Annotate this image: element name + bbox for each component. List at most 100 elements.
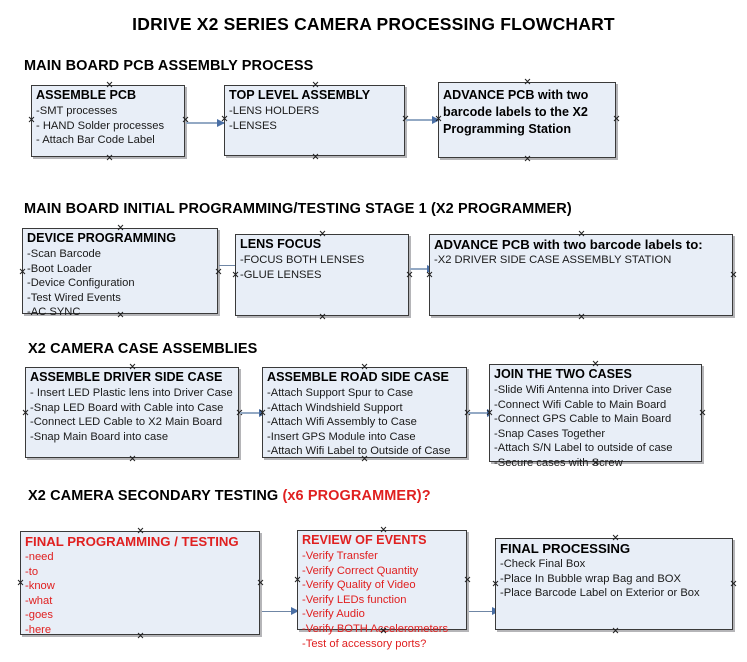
resize-handle-bottom[interactable] <box>319 313 326 320</box>
box-item: -need <box>25 551 54 563</box>
box-header: ADVANCE PCB with two barcode labels to t… <box>443 88 589 136</box>
process-box-device-programming[interactable]: DEVICE PROGRAMMING -Scan Barcode -Boot L… <box>19 228 218 318</box>
box-header: ASSEMBLE PCB <box>36 88 137 102</box>
box-item: -Snap Main Board into case <box>30 430 169 443</box>
arrow-head-icon <box>432 115 440 124</box>
page-title: IDRIVE X2 SERIES CAMERA PROCESSING FLOWC… <box>132 14 615 34</box>
box-header: LENS FOCUS <box>240 237 322 251</box>
box-item-list: - Insert LED Plastic lens into Driver Ca… <box>30 386 236 444</box>
box-item: -Verify BOTH Accelerometers <box>302 622 449 635</box>
box-item-list: -Slide Wifi Antenna into Driver Case -Co… <box>494 383 699 471</box>
box-item: -Verify Transfer <box>302 550 378 562</box>
resize-handle-left[interactable] <box>492 580 499 587</box>
resize-handle-left[interactable] <box>294 576 301 583</box>
box-header: ASSEMBLE ROAD SIDE CASE <box>267 370 449 384</box>
process-box-final-processing[interactable]: FINAL PROCESSING -Check Final Box -Place… <box>495 538 733 630</box>
resize-handle-right[interactable] <box>464 576 471 583</box>
process-box-review-of-events[interactable]: REVIEW OF EVENTS -Verify Transfer -Verif… <box>294 530 467 650</box>
box-item: -Secure cases with Screw <box>494 456 623 469</box>
resize-handle-top[interactable] <box>129 363 136 370</box>
process-box-advance-pcb-driver-side-case[interactable]: ADVANCE PCB with two barcode labels to: … <box>429 234 733 316</box>
box-header: REVIEW OF EVENTS <box>302 533 427 547</box>
box-item: -LENS HOLDERS <box>229 105 320 117</box>
resize-handle-right[interactable] <box>406 271 413 278</box>
box-item: -Test Wired Events <box>27 291 121 304</box>
resize-handle-top[interactable] <box>319 230 326 237</box>
process-box-top-level-assembly[interactable]: TOP LEVEL ASSEMBLY -LENS HOLDERS -LENSES <box>224 85 405 156</box>
resize-handle-left[interactable] <box>22 409 29 416</box>
section-label-accent: (x6 PROGRAMMER)? <box>282 488 431 504</box>
box-item: -GLUE LENSES <box>240 268 322 281</box>
box-item: -Test of accessory ports? <box>302 637 427 650</box>
box-header: JOIN THE TWO CASES <box>494 367 632 381</box>
section-label: X2 CAMERA CASE ASSEMBLIES <box>28 341 258 357</box>
box-item-list: -Attach Support Spur to Case -Attach Win… <box>267 386 464 459</box>
resize-handle-bottom[interactable] <box>129 455 136 462</box>
resize-handle-bottom[interactable] <box>312 153 319 160</box>
process-box-assemble-road-side-case[interactable]: ASSEMBLE ROAD SIDE CASE -Attach Support … <box>262 367 467 458</box>
box-header: ADVANCE PCB with two barcode labels to: <box>434 237 703 252</box>
box-item-list: -SMT processes - HAND Solder processes -… <box>36 104 182 148</box>
conn-final-prog-to-review[interactable] <box>262 607 299 615</box>
box-item: -Connect LED Cable to X2 Main Board <box>30 416 223 429</box>
box-item: -here <box>25 623 52 636</box>
section-heading-secondary-testing: X2 CAMERA SECONDARY TESTING (x6 PROGRAMM… <box>28 488 431 504</box>
resize-handle-right[interactable] <box>257 579 264 586</box>
box-item: -X2 DRIVER SIDE CASE ASSEMBLY STATION <box>434 254 672 266</box>
process-box-lens-focus[interactable]: LENS FOCUS -FOCUS BOTH LENSES -GLUE LENS… <box>235 234 409 316</box>
resize-handle-left[interactable] <box>28 116 35 123</box>
box-item: -Snap LED Board with Cable into Case <box>30 401 224 414</box>
process-box-assemble-driver-side-case[interactable]: ASSEMBLE DRIVER SIDE CASE - Insert LED P… <box>25 367 239 458</box>
section-label: X2 CAMERA SECONDARY TESTING <box>28 488 283 504</box>
box-item: -SMT processes <box>36 105 118 117</box>
box-item: -Connect Wifi Cable to Main Board <box>494 398 667 411</box>
resize-handle-bottom[interactable] <box>106 154 113 161</box>
resize-handle-right[interactable] <box>730 271 737 278</box>
box-header: DEVICE PROGRAMMING <box>27 231 177 245</box>
resize-handle-right[interactable] <box>215 268 222 275</box>
box-item: -Attach Wifi Label to Outside of Case <box>267 445 451 458</box>
resize-handle-bottom[interactable] <box>578 313 585 320</box>
process-box-assemble-pcb[interactable]: ASSEMBLE PCB -SMT processes - HAND Solde… <box>31 85 185 157</box>
conn-top-level-to-advance[interactable] <box>406 115 440 124</box>
box-header: FINAL PROGRAMMING / TESTING <box>25 534 239 549</box>
process-box-advance-pcb-programming-station[interactable]: ADVANCE PCB with two barcode labels to t… <box>438 82 616 158</box>
box-item: -Connect GPS Cable to Main Board <box>494 413 672 426</box>
box-item: -AC SYNC <box>27 306 81 319</box>
box-item: -what <box>25 594 53 607</box>
box-item: -Attach Windshield Support <box>267 401 403 414</box>
box-item: -Place Barcode Label on Exterior or Box <box>500 587 700 600</box>
box-item: -Verify LEDs function <box>302 593 407 606</box>
process-box-final-programming-testing[interactable]: FINAL PROGRAMMING / TESTING -need -to -k… <box>17 531 260 636</box>
resize-handle-top[interactable] <box>312 81 319 88</box>
box-item: -goes <box>25 609 53 622</box>
resize-handle-top[interactable] <box>592 360 599 367</box>
arrow-head-icon <box>291 607 299 615</box>
resize-handle-right[interactable] <box>699 409 706 416</box>
resize-handle-top[interactable] <box>612 534 619 541</box>
resize-handle-right[interactable] <box>730 580 737 587</box>
box-item: -Attach S/N Label to outside of case <box>494 442 673 455</box>
resize-handle-top[interactable] <box>361 363 368 370</box>
resize-handle-top[interactable] <box>380 526 387 533</box>
resize-handle-left[interactable] <box>17 579 24 586</box>
box-header: FINAL PROCESSING <box>500 541 631 556</box>
resize-handle-top[interactable] <box>137 527 144 534</box>
box-item-list: -FOCUS BOTH LENSES -GLUE LENSES <box>240 253 406 282</box>
process-box-join-the-two-cases[interactable]: JOIN THE TWO CASES -Slide Wifi Antenna i… <box>489 364 702 469</box>
resize-handle-top[interactable] <box>578 230 585 237</box>
conn-pcb-to-top-level[interactable] <box>186 118 225 127</box>
box-item: -Attach Wifi Assembly to Case <box>267 416 417 429</box>
resize-handle-left[interactable] <box>19 268 26 275</box>
resize-handle-right[interactable] <box>613 115 620 122</box>
resize-handle-top[interactable] <box>524 78 531 85</box>
resize-handle-bottom[interactable] <box>524 155 531 162</box>
resize-handle-bottom[interactable] <box>612 627 619 634</box>
section-heading-main-board-pcb: MAIN BOARD PCB ASSEMBLY PROCESS <box>24 58 313 74</box>
box-item: -Device Configuration <box>27 277 135 290</box>
resize-handle-top[interactable] <box>117 224 124 231</box>
box-item: -Slide Wifi Antenna into Driver Case <box>494 384 672 396</box>
resize-handle-left[interactable] <box>232 271 239 278</box>
resize-handle-top[interactable] <box>106 81 113 88</box>
